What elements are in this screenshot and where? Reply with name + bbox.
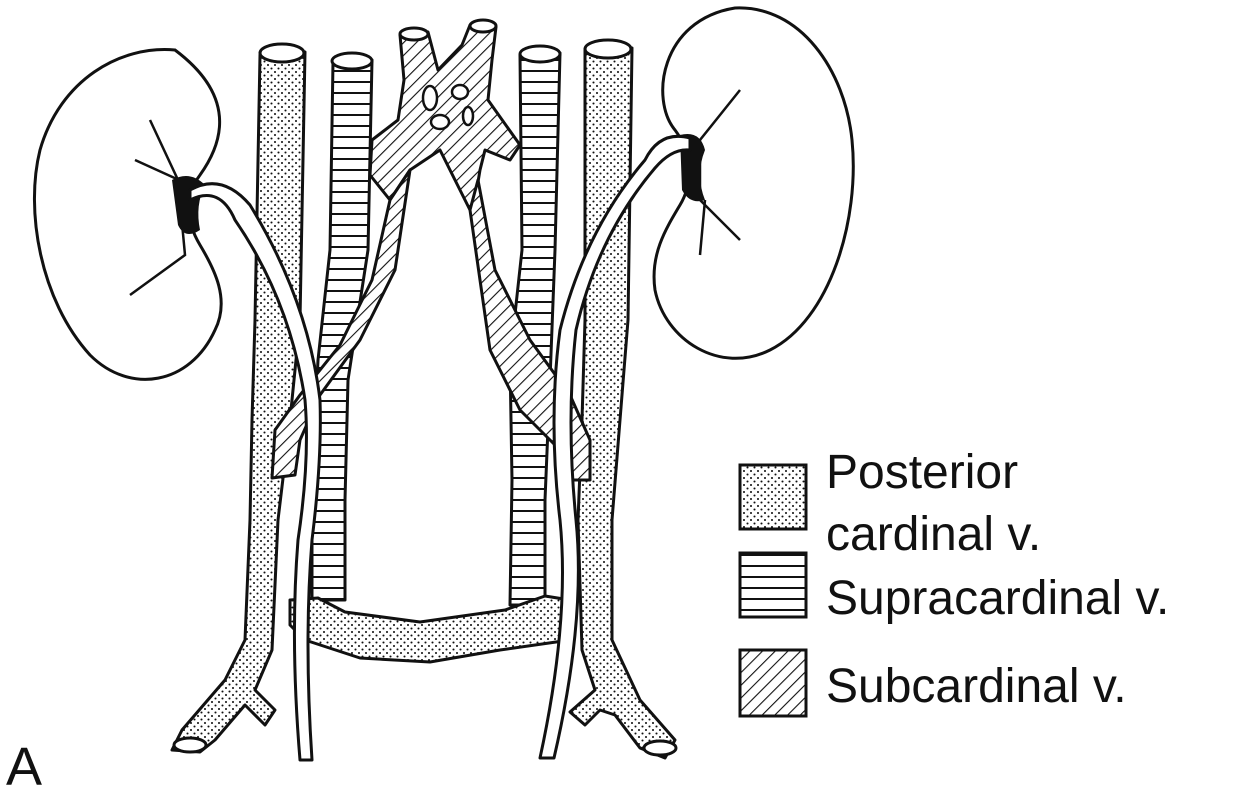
legend-label-posterior-line2: cardinal v.	[826, 508, 1041, 561]
legend-swatch-diagonal-hatch	[740, 650, 806, 716]
legend-swatch-horizontal-lines	[740, 553, 806, 617]
left-kidney	[34, 50, 221, 380]
legend-label-supracardinal: Supracardinal v.	[826, 572, 1169, 625]
right-kidney	[654, 8, 853, 358]
legend-label-subcardinal: Subcardinal v.	[826, 660, 1127, 713]
legend-swatch-dotted	[740, 465, 806, 529]
iliac-anastomosis	[290, 596, 570, 662]
panel-label: A	[6, 737, 42, 792]
legend: Posterior cardinal v. Supracardinal v. S…	[740, 446, 1169, 716]
legend-label-posterior-line1: Posterior	[826, 446, 1018, 499]
